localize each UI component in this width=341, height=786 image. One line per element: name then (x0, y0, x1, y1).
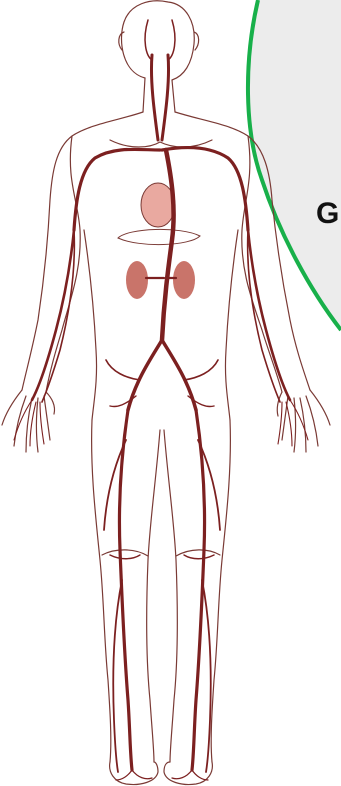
kidney-right-shape (173, 261, 195, 299)
liver-shape (118, 229, 200, 244)
organs (118, 183, 200, 299)
callout-text: G (316, 197, 339, 231)
callout-bubble (248, 0, 341, 330)
kidney-left-shape (126, 261, 148, 299)
